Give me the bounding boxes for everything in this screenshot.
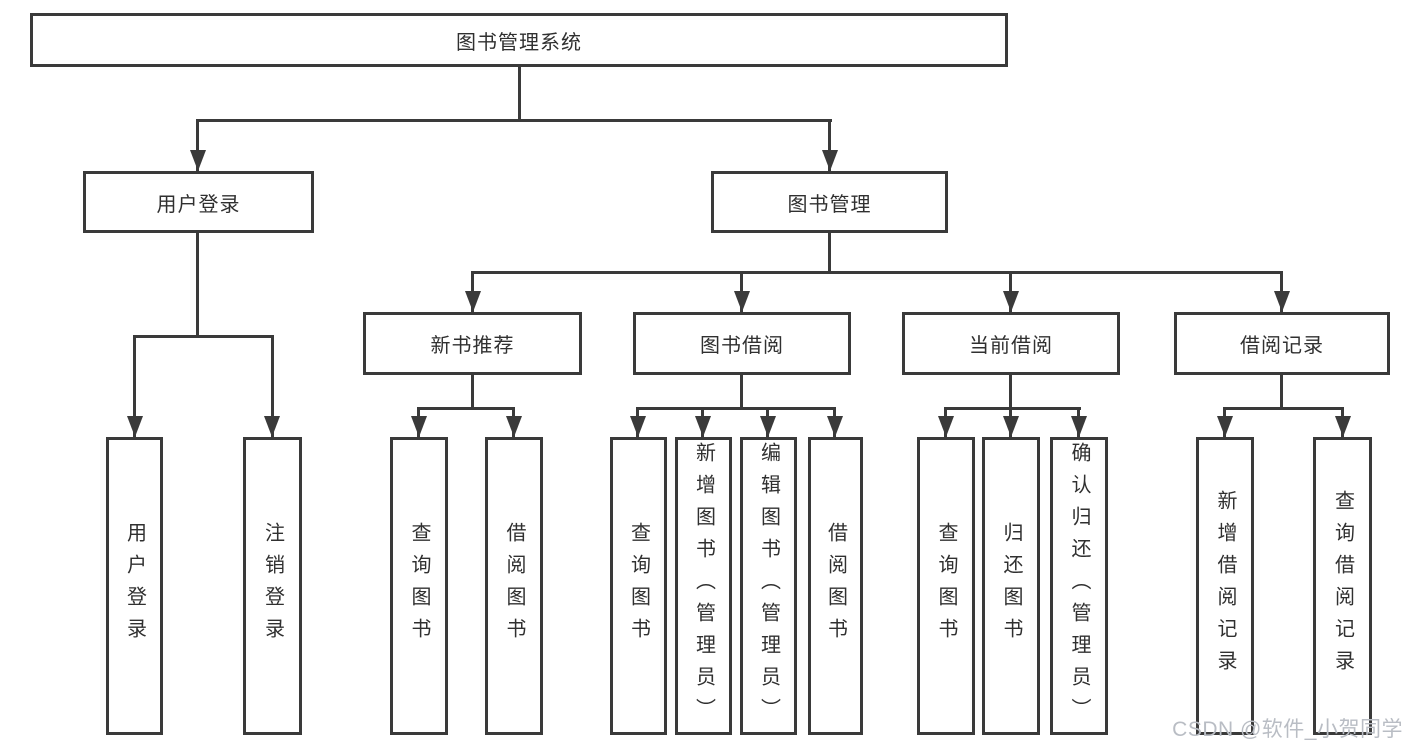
node-leaf-user-login: 用户登录 <box>106 437 163 735</box>
node-leaf-query-books: 查询图书 <box>390 437 448 735</box>
connector-line <box>944 407 1081 410</box>
node-leaf-add-books-admin: 新增图书（管理员） <box>675 437 732 735</box>
connector-line <box>1280 375 1283 409</box>
leaf-label: 用户登录 <box>123 522 146 650</box>
node-leaf-confirm-return-admin: 确认归还（管理员） <box>1050 437 1108 735</box>
connector-line <box>828 119 831 171</box>
arrow-down-icon <box>465 291 481 312</box>
node-leaf-add-borrow-record: 新增借阅记录 <box>1196 437 1254 735</box>
leaf-label: 查询图书 <box>408 522 430 650</box>
connector-line <box>518 67 521 121</box>
leaf-label: 借阅图书 <box>824 522 847 650</box>
arrow-down-icon <box>1071 416 1087 437</box>
leaf-label: 确认归还（管理员） <box>1068 442 1090 730</box>
node-leaf-return-books: 归还图书 <box>982 437 1040 735</box>
arrow-down-icon <box>760 416 776 437</box>
connector-line <box>636 407 836 410</box>
connector-line <box>1009 375 1012 409</box>
node-leaf-borrow-books: 借阅图书 <box>485 437 543 735</box>
connector-line <box>133 335 136 437</box>
node-new-book-recommend: 新书推荐 <box>363 312 582 375</box>
leaf-label: 新增借阅记录 <box>1214 490 1236 682</box>
leaf-label: 注销登录 <box>261 522 284 650</box>
connector-line <box>417 407 515 410</box>
arrow-down-icon <box>630 416 646 437</box>
leaf-label: 借阅图书 <box>503 522 525 650</box>
arrow-down-icon <box>264 416 280 437</box>
leaf-label: 新增图书（管理员） <box>692 442 715 730</box>
leaf-label: 查询借阅记录 <box>1331 490 1354 682</box>
arrow-down-icon <box>827 416 843 437</box>
node-book-borrowing: 图书借阅 <box>633 312 851 375</box>
arrow-down-icon <box>695 416 711 437</box>
arrow-down-icon <box>127 416 143 437</box>
connector-line <box>471 375 474 409</box>
csdn-watermark: CSDN @软件_小贺同学 <box>1172 718 1403 741</box>
connector-line <box>471 271 1283 274</box>
leaf-label: 查询图书 <box>935 522 957 650</box>
arrow-down-icon <box>411 416 427 437</box>
arrow-down-icon <box>1217 416 1233 437</box>
arrow-down-icon <box>1003 291 1019 312</box>
connector-line <box>271 335 274 437</box>
arrow-down-icon <box>822 150 838 171</box>
node-current-borrowing: 当前借阅 <box>902 312 1120 375</box>
arrow-down-icon <box>190 150 206 171</box>
arrow-down-icon <box>1274 291 1290 312</box>
arrow-down-icon <box>1003 416 1019 437</box>
node-book-management: 图书管理 <box>711 171 948 233</box>
arrow-down-icon <box>938 416 954 437</box>
connector-line <box>196 233 199 338</box>
connector-line <box>740 375 743 409</box>
arrow-down-icon <box>1335 416 1351 437</box>
connector-line <box>1223 407 1344 410</box>
leaf-label: 归还图书 <box>1000 522 1022 650</box>
arrow-down-icon <box>734 291 750 312</box>
connector-line <box>196 119 199 171</box>
node-leaf-query-borrow-record: 查询借阅记录 <box>1313 437 1372 735</box>
node-leaf-query-books: 查询图书 <box>917 437 975 735</box>
node-book-management-system: 图书管理系统 <box>30 13 1008 67</box>
leaf-label: 编辑图书（管理员） <box>757 442 780 730</box>
node-leaf-borrow-books: 借阅图书 <box>808 437 863 735</box>
connector-line <box>828 233 831 273</box>
node-user-login: 用户登录 <box>83 171 314 233</box>
node-leaf-query-books: 查询图书 <box>610 437 667 735</box>
node-leaf-logout: 注销登录 <box>243 437 302 735</box>
leaf-label: 查询图书 <box>627 522 650 650</box>
connector-line <box>196 119 832 122</box>
connector-line <box>133 335 274 338</box>
node-leaf-edit-books-admin: 编辑图书（管理员） <box>740 437 797 735</box>
arrow-down-icon <box>506 416 522 437</box>
node-borrowing-records: 借阅记录 <box>1174 312 1390 375</box>
